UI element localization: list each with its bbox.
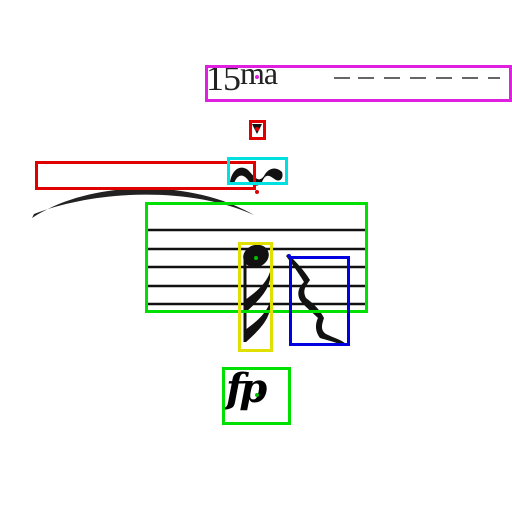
bbox-dynamic (222, 367, 291, 425)
bbox-rest (289, 256, 350, 346)
bbox-ottava (205, 65, 512, 102)
bbox-fermata (249, 120, 266, 140)
tie-slur-curve (32, 188, 254, 218)
ottava-number: 15 (206, 58, 241, 98)
bbox-tie (35, 161, 256, 190)
bbox-note (238, 242, 273, 352)
dynamic-fp-text: fp (226, 365, 267, 412)
bbox-staff (145, 202, 368, 313)
ottava-marking: 15ma (206, 55, 278, 99)
ottava-suffix: ma (240, 55, 278, 91)
sixteenth-rest-icon (286, 254, 346, 346)
bbox-turn (227, 157, 288, 185)
ornament-turn-icon (230, 167, 283, 186)
